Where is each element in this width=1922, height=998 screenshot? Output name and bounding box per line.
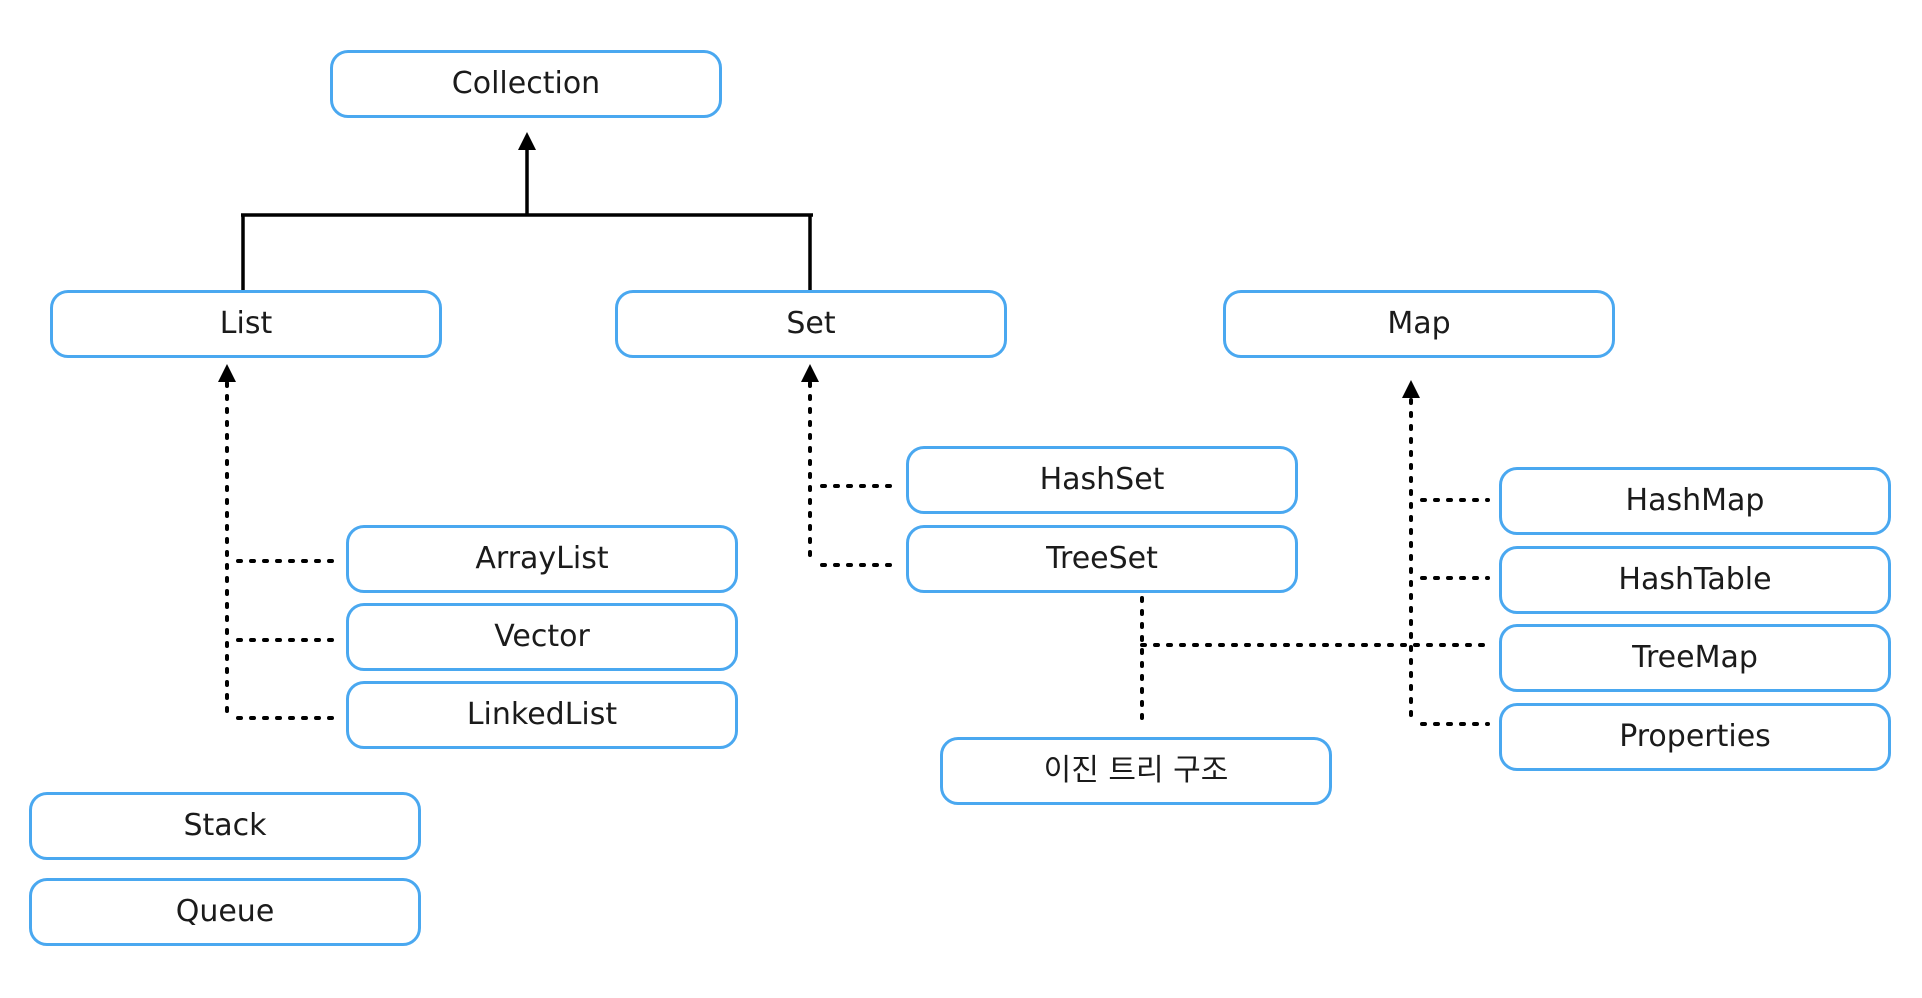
list-implementation-lines <box>225 381 337 720</box>
treeset-node: TreeSet <box>906 525 1298 593</box>
binary-tree-lines <box>1140 596 1490 730</box>
map-node: Map <box>1223 290 1615 358</box>
collection-inheritance-lines <box>241 150 813 290</box>
hashset-node: HashSet <box>906 446 1298 514</box>
hashtable-node: HashTable <box>1499 546 1891 614</box>
list-node: List <box>50 290 442 358</box>
properties-node: Properties <box>1499 703 1891 771</box>
set-arrowhead <box>801 364 819 382</box>
linkedlist-node: LinkedList <box>346 681 738 749</box>
collection-arrowhead <box>518 132 536 150</box>
collection-node: Collection <box>330 50 722 118</box>
arraylist-node: ArrayList <box>346 525 738 593</box>
binary-tree-node: 이진 트리 구조 <box>940 737 1332 805</box>
vector-node: Vector <box>346 603 738 671</box>
set-implementation-lines <box>808 381 897 567</box>
map-arrowhead <box>1402 380 1420 398</box>
set-node: Set <box>615 290 1007 358</box>
hashmap-node: HashMap <box>1499 467 1891 535</box>
map-implementation-lines <box>1409 398 1490 726</box>
treemap-node: TreeMap <box>1499 624 1891 692</box>
list-arrowhead <box>218 364 236 382</box>
queue-node: Queue <box>29 878 421 946</box>
stack-node: Stack <box>29 792 421 860</box>
